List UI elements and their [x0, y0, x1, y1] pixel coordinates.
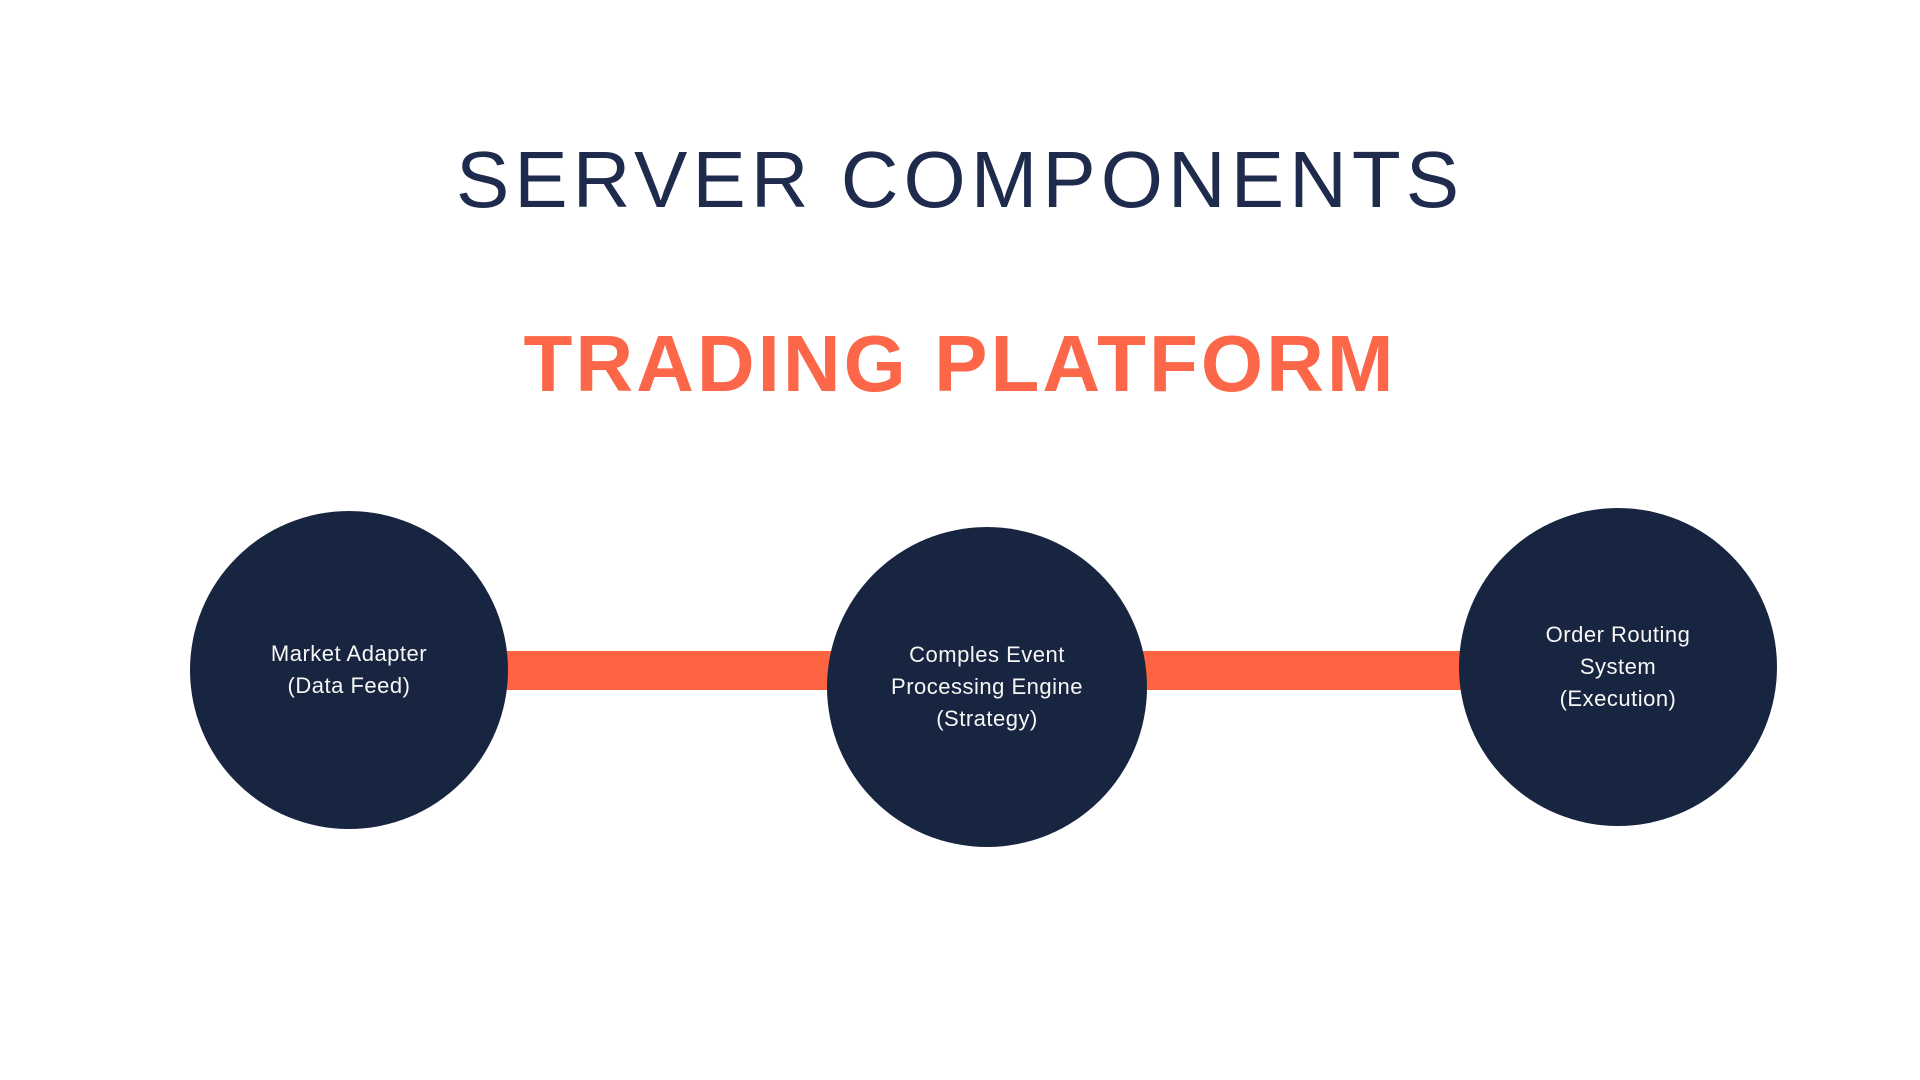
node-label-line: Market Adapter	[270, 641, 428, 666]
node-label-line: Processing Engine	[891, 674, 1083, 699]
node-label-line: (Strategy)	[936, 706, 1038, 731]
node-label-line: System	[1579, 654, 1657, 679]
node-label-line: (Execution)	[1559, 686, 1677, 711]
node-label-line: (Data Feed)	[287, 673, 411, 698]
node-market-adapter: Market Adapter (Data Feed)	[190, 511, 508, 829]
node-label-line: Comples Event	[909, 642, 1065, 667]
page-subtitle: TRADING PLATFORM	[523, 319, 1397, 408]
page-title: SERVER COMPONENTS	[455, 135, 1465, 224]
node-label-line: Order Routing	[1545, 622, 1691, 647]
